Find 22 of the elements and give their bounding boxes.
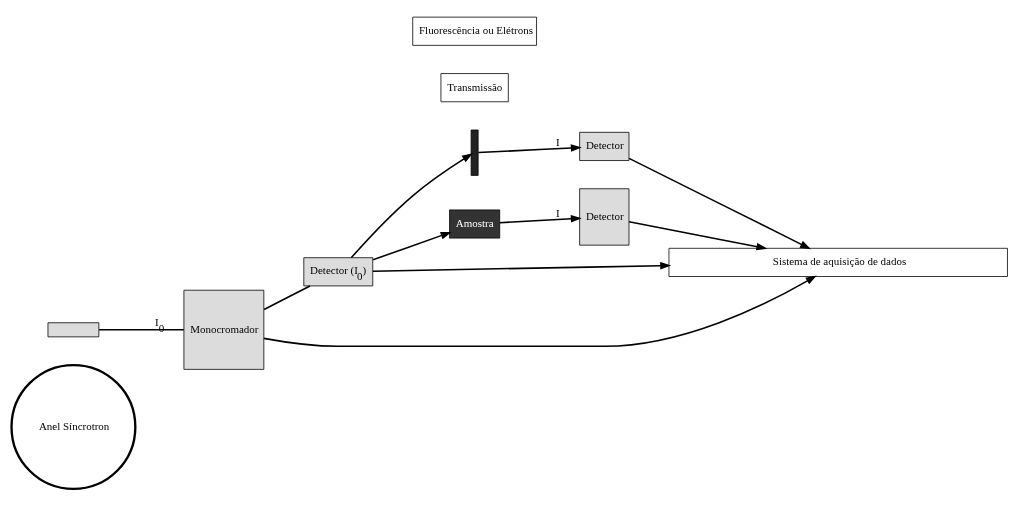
node-box: Sistema de aquisição de dados [668, 247, 1008, 277]
arrow [628, 157, 812, 249]
arrow [263, 274, 817, 347]
node-circle: Anel Síncrotron [10, 363, 137, 490]
arrow [372, 231, 452, 261]
node-box [47, 321, 100, 337]
arrow [372, 261, 672, 272]
connector [98, 328, 185, 331]
arrow [477, 143, 582, 153]
node-box: Detector [579, 131, 630, 161]
node-box: Fluorescência ou Elétrons [412, 16, 537, 46]
arrow [628, 220, 768, 250]
connector [263, 284, 311, 310]
node-box: Amostra [449, 209, 501, 238]
edge-label: I [556, 135, 560, 148]
node-bar [470, 129, 479, 176]
node-box: Transmissão [440, 72, 509, 102]
node-box: Detector [579, 187, 630, 246]
edge-label: I [556, 206, 560, 219]
arrow [499, 214, 582, 223]
node-box: Monocromador [183, 289, 265, 370]
arrow [350, 152, 473, 258]
